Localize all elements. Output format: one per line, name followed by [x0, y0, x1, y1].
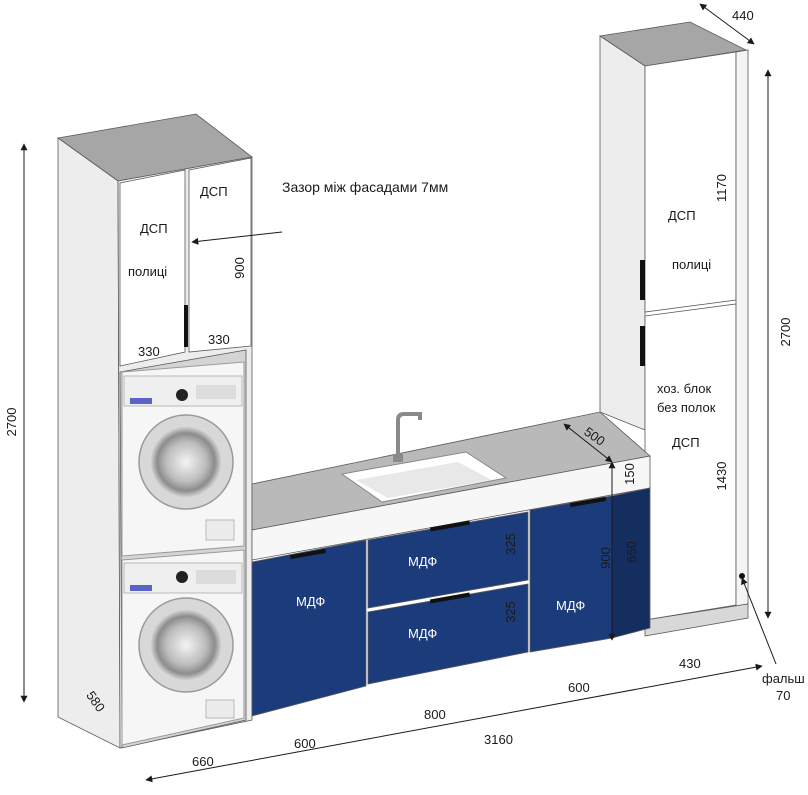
labels: Зазор між фасадами 7мм ДСП ДСП полиці ДС… — [128, 179, 805, 703]
right-upper-handle — [640, 260, 645, 300]
dim-left-height: 2700 — [4, 408, 19, 437]
washing-machine-top — [121, 361, 245, 557]
washer-top-buttons — [196, 385, 236, 399]
label-left-dsp-1: ДСП — [140, 221, 168, 236]
dim-drawer-1: 325 — [503, 533, 518, 555]
label-falsh-1: фальш — [762, 671, 805, 686]
facade-drawer-top — [367, 511, 529, 609]
left-cabinet-door-left — [119, 169, 186, 367]
sink-bowl — [356, 462, 492, 498]
right-cabinet-falsh-panel — [735, 49, 749, 607]
washer-bottom-buttons — [196, 570, 236, 584]
handle-facade-right — [569, 496, 607, 508]
facade-left — [251, 539, 367, 717]
washer-bottom-display — [130, 585, 152, 591]
right-tall-cabinet — [598, 21, 749, 637]
dimension-lines — [20, 3, 777, 783]
dim-right-height: 2700 — [778, 318, 793, 347]
label-left-shelves: полиці — [128, 264, 167, 279]
washer-top-hatch — [205, 519, 235, 541]
washer-top-knob — [176, 389, 188, 401]
left-door-handle — [184, 305, 188, 347]
dimension-values: 2700 2700 580 660 440 900 330 330 1170 1… — [4, 8, 793, 769]
label-left-dsp-2: ДСП — [200, 184, 228, 199]
facade-drawer-bottom — [367, 583, 529, 685]
faucet-base — [393, 454, 403, 462]
dim-counter-front: 150 — [622, 463, 637, 485]
handle-drawer-top — [429, 520, 471, 532]
label-mdf-center-top: МДФ — [408, 554, 437, 569]
label-right-shelves: полиці — [672, 257, 711, 272]
dim-facade-height: 650 — [624, 541, 639, 563]
facade-right — [529, 495, 613, 653]
handle-facade-left — [289, 548, 327, 560]
dim-seg-800: 800 — [424, 707, 446, 722]
washer-bottom-hatch — [205, 699, 235, 719]
dim-seg-430: 430 — [679, 656, 701, 671]
label-mdf-right: МДФ — [556, 598, 585, 613]
label-right-utility-1: хоз. блок — [657, 381, 711, 396]
label-right-dsp-bottom: ДСП — [672, 435, 700, 450]
dim-right-top-depth: 440 — [732, 8, 754, 23]
note-gap: Зазор між фасадами 7мм — [282, 179, 448, 195]
label-falsh-2: 70 — [776, 688, 790, 703]
dim-left-door-w2: 330 — [208, 332, 230, 347]
right-cabinet-plinth — [644, 603, 749, 637]
dim-seg-600-right: 600 — [568, 680, 590, 695]
label-right-dsp-top: ДСП — [668, 208, 696, 223]
label-mdf-center-bottom: МДФ — [408, 626, 437, 641]
falsh-marker-dot — [739, 573, 745, 579]
dim-total: 3160 — [484, 732, 513, 747]
base-cabinet — [251, 411, 651, 717]
dim-left-door-w1: 330 — [138, 344, 160, 359]
left-cabinet-side — [57, 137, 121, 749]
handle-drawer-bottom — [429, 592, 471, 604]
dim-right-upper-height: 1170 — [714, 174, 729, 202]
right-lower-handle — [640, 326, 645, 366]
label-mdf-left: МДФ — [296, 594, 325, 609]
washing-machine-bottom — [121, 549, 245, 746]
washer-bottom-drum — [150, 609, 222, 681]
dim-drawer-2: 325 — [503, 601, 518, 623]
label-right-utility-2: без полок — [657, 400, 716, 415]
washer-top-drum — [150, 426, 222, 498]
dim-right-lower-height: 1430 — [714, 462, 729, 491]
dim-left-width: 660 — [192, 754, 214, 769]
dim-base-height: 900 — [598, 547, 613, 569]
right-cabinet-side — [599, 35, 646, 431]
faucet — [396, 412, 422, 458]
washer-bottom-knob — [176, 571, 188, 583]
washer-top-display — [130, 398, 152, 404]
dim-left-door-height: 900 — [232, 257, 247, 279]
dim-seg-600-left: 600 — [294, 736, 316, 751]
left-cabinet-door-right — [188, 157, 252, 353]
